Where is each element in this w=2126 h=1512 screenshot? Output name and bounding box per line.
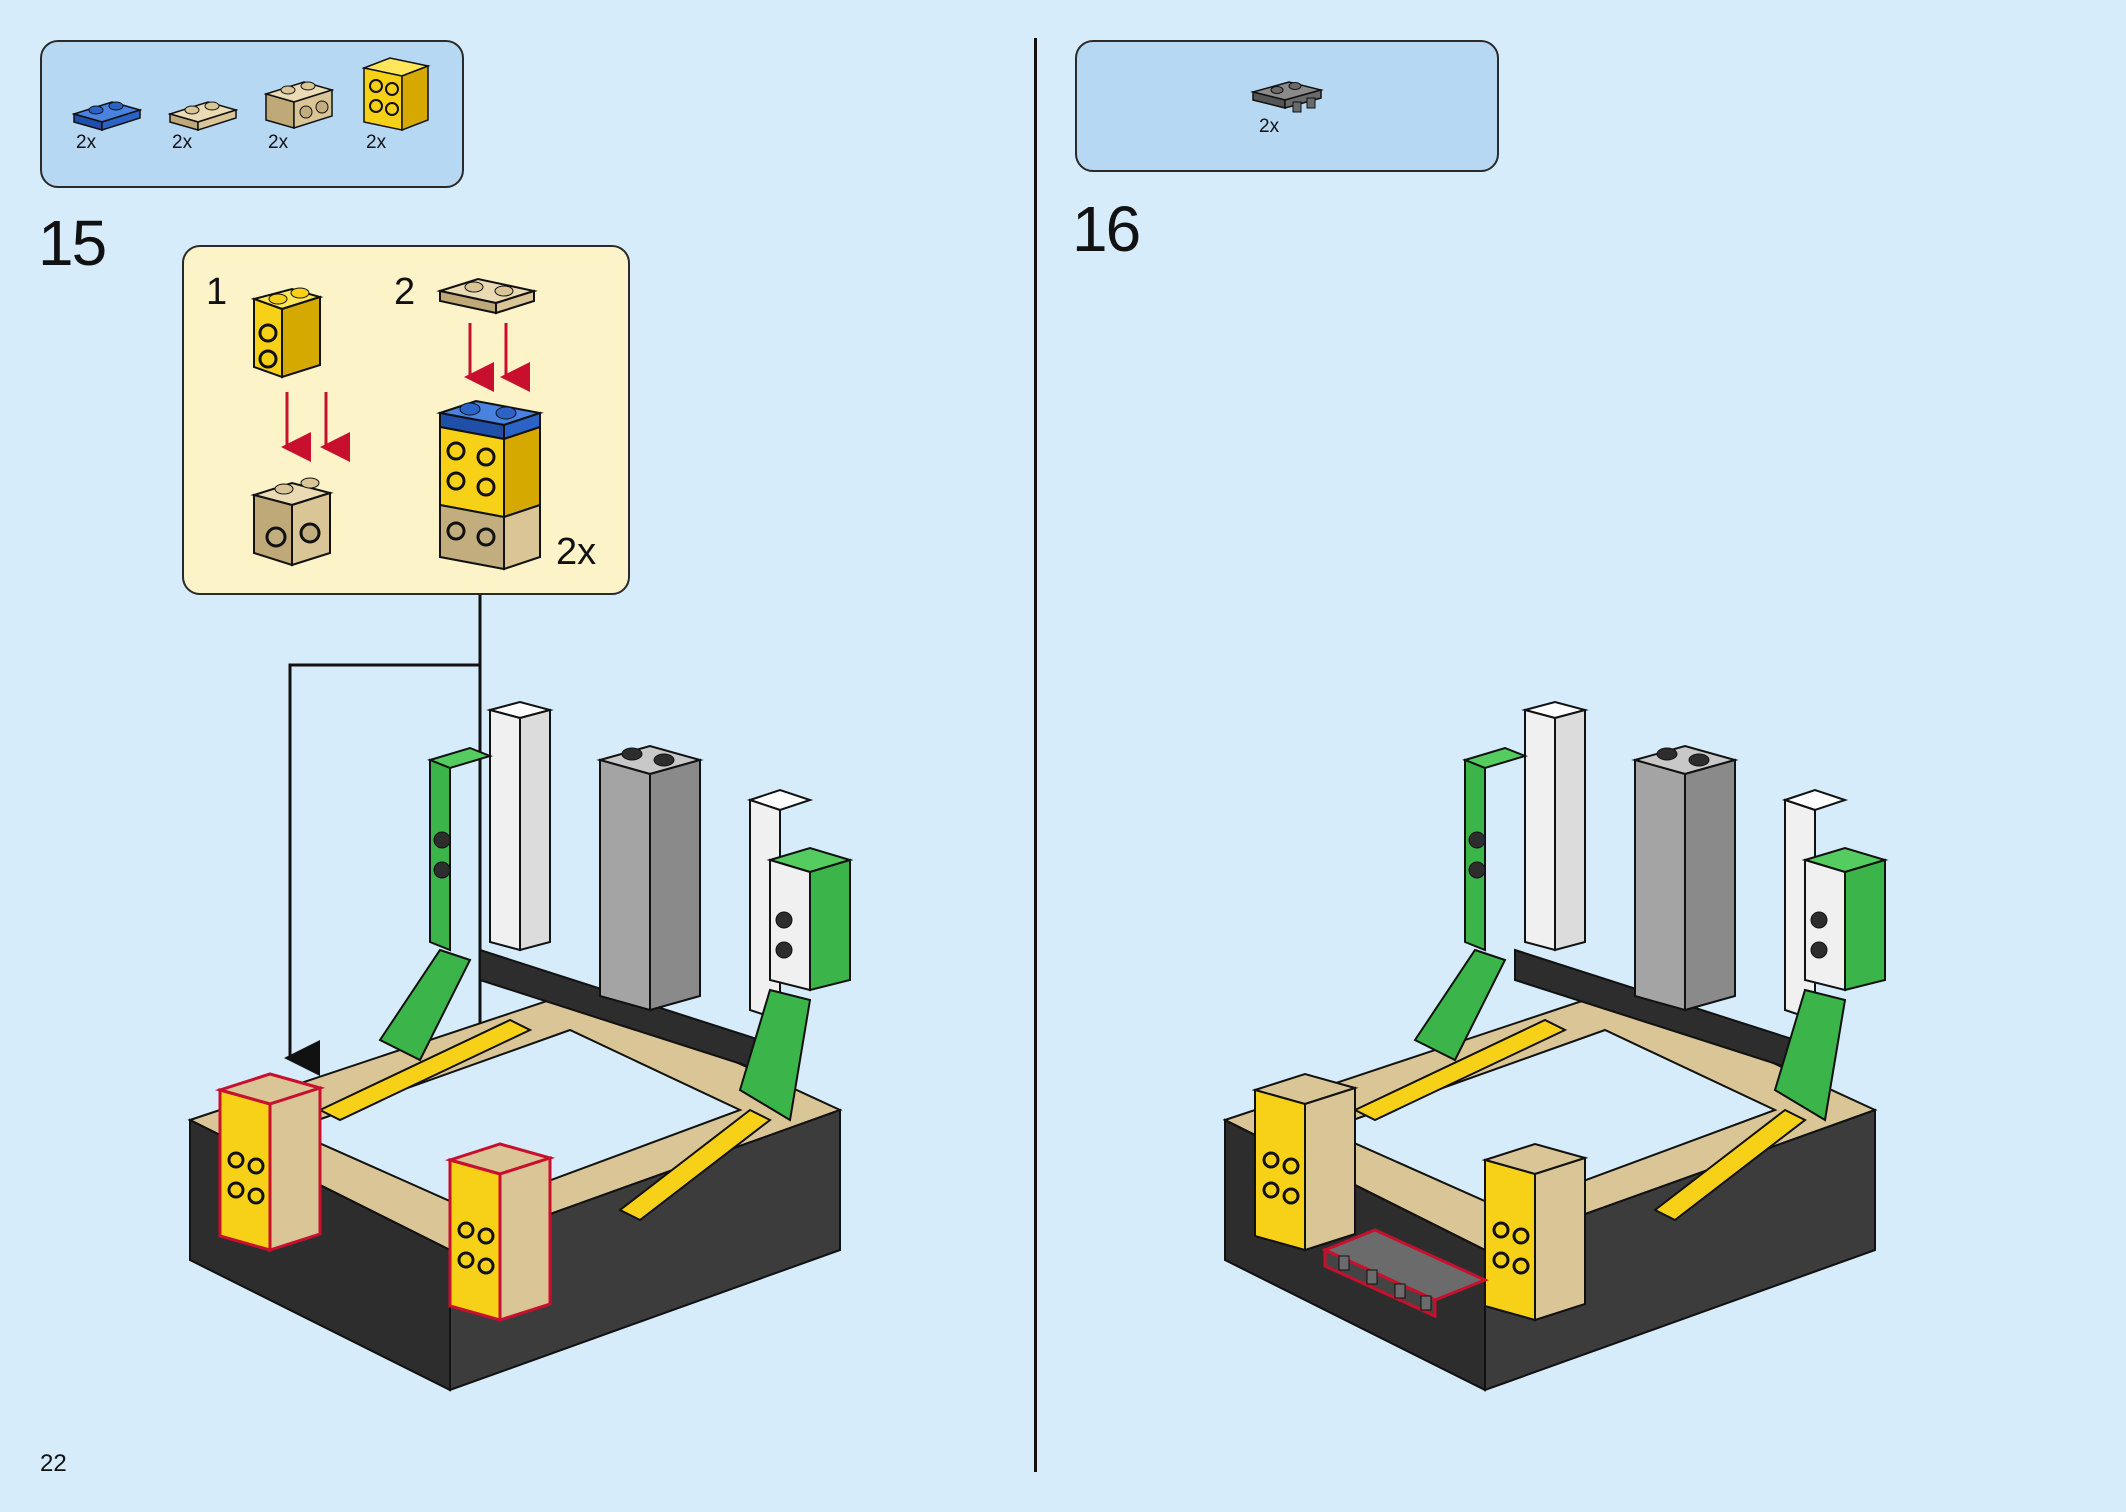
sub-assembly-illustration	[250, 277, 544, 571]
page-divider	[1034, 38, 1037, 1472]
stacked-assembly-sub2	[436, 399, 544, 571]
tan-brick-sub1	[250, 477, 334, 567]
page-number: 22	[40, 1450, 67, 1477]
part-yellow-brick-side-studs: 2x	[360, 54, 440, 153]
sub-step-2: 2	[394, 271, 416, 313]
tan-plate-1x2-icon	[168, 101, 238, 132]
step-number-16: 16	[1072, 193, 1141, 265]
parts-list-step-16: 2x	[1075, 40, 1499, 172]
dark-grey-plate-with-clips-icon	[1250, 81, 1324, 113]
parts-list-step-15: 2x 2x 2x	[40, 40, 464, 188]
step-number-15: 15	[38, 207, 107, 279]
part-tan-brick-side-studs: 2x	[264, 76, 344, 153]
yellow-brick-studs-side-icon	[361, 57, 431, 132]
tan-brick-studs-side-icon	[264, 81, 334, 130]
tan-plate-sub2	[436, 277, 538, 315]
yellow-brick-sub1	[250, 287, 324, 379]
part-blue-plate: 2x	[72, 92, 152, 153]
sub-assembly-multiplier: 2x	[556, 531, 597, 573]
blue-plate-1x2-icon	[72, 101, 142, 132]
sub-step-1: 1	[206, 271, 228, 313]
part-dark-grey-plate-clips: 2x	[1249, 76, 1329, 137]
model-step-15	[187, 700, 854, 1392]
model-step-16	[1222, 700, 1889, 1392]
part-tan-plate: 2x	[168, 92, 248, 153]
sub-assembly-callout: 1 2 2x	[182, 245, 630, 595]
